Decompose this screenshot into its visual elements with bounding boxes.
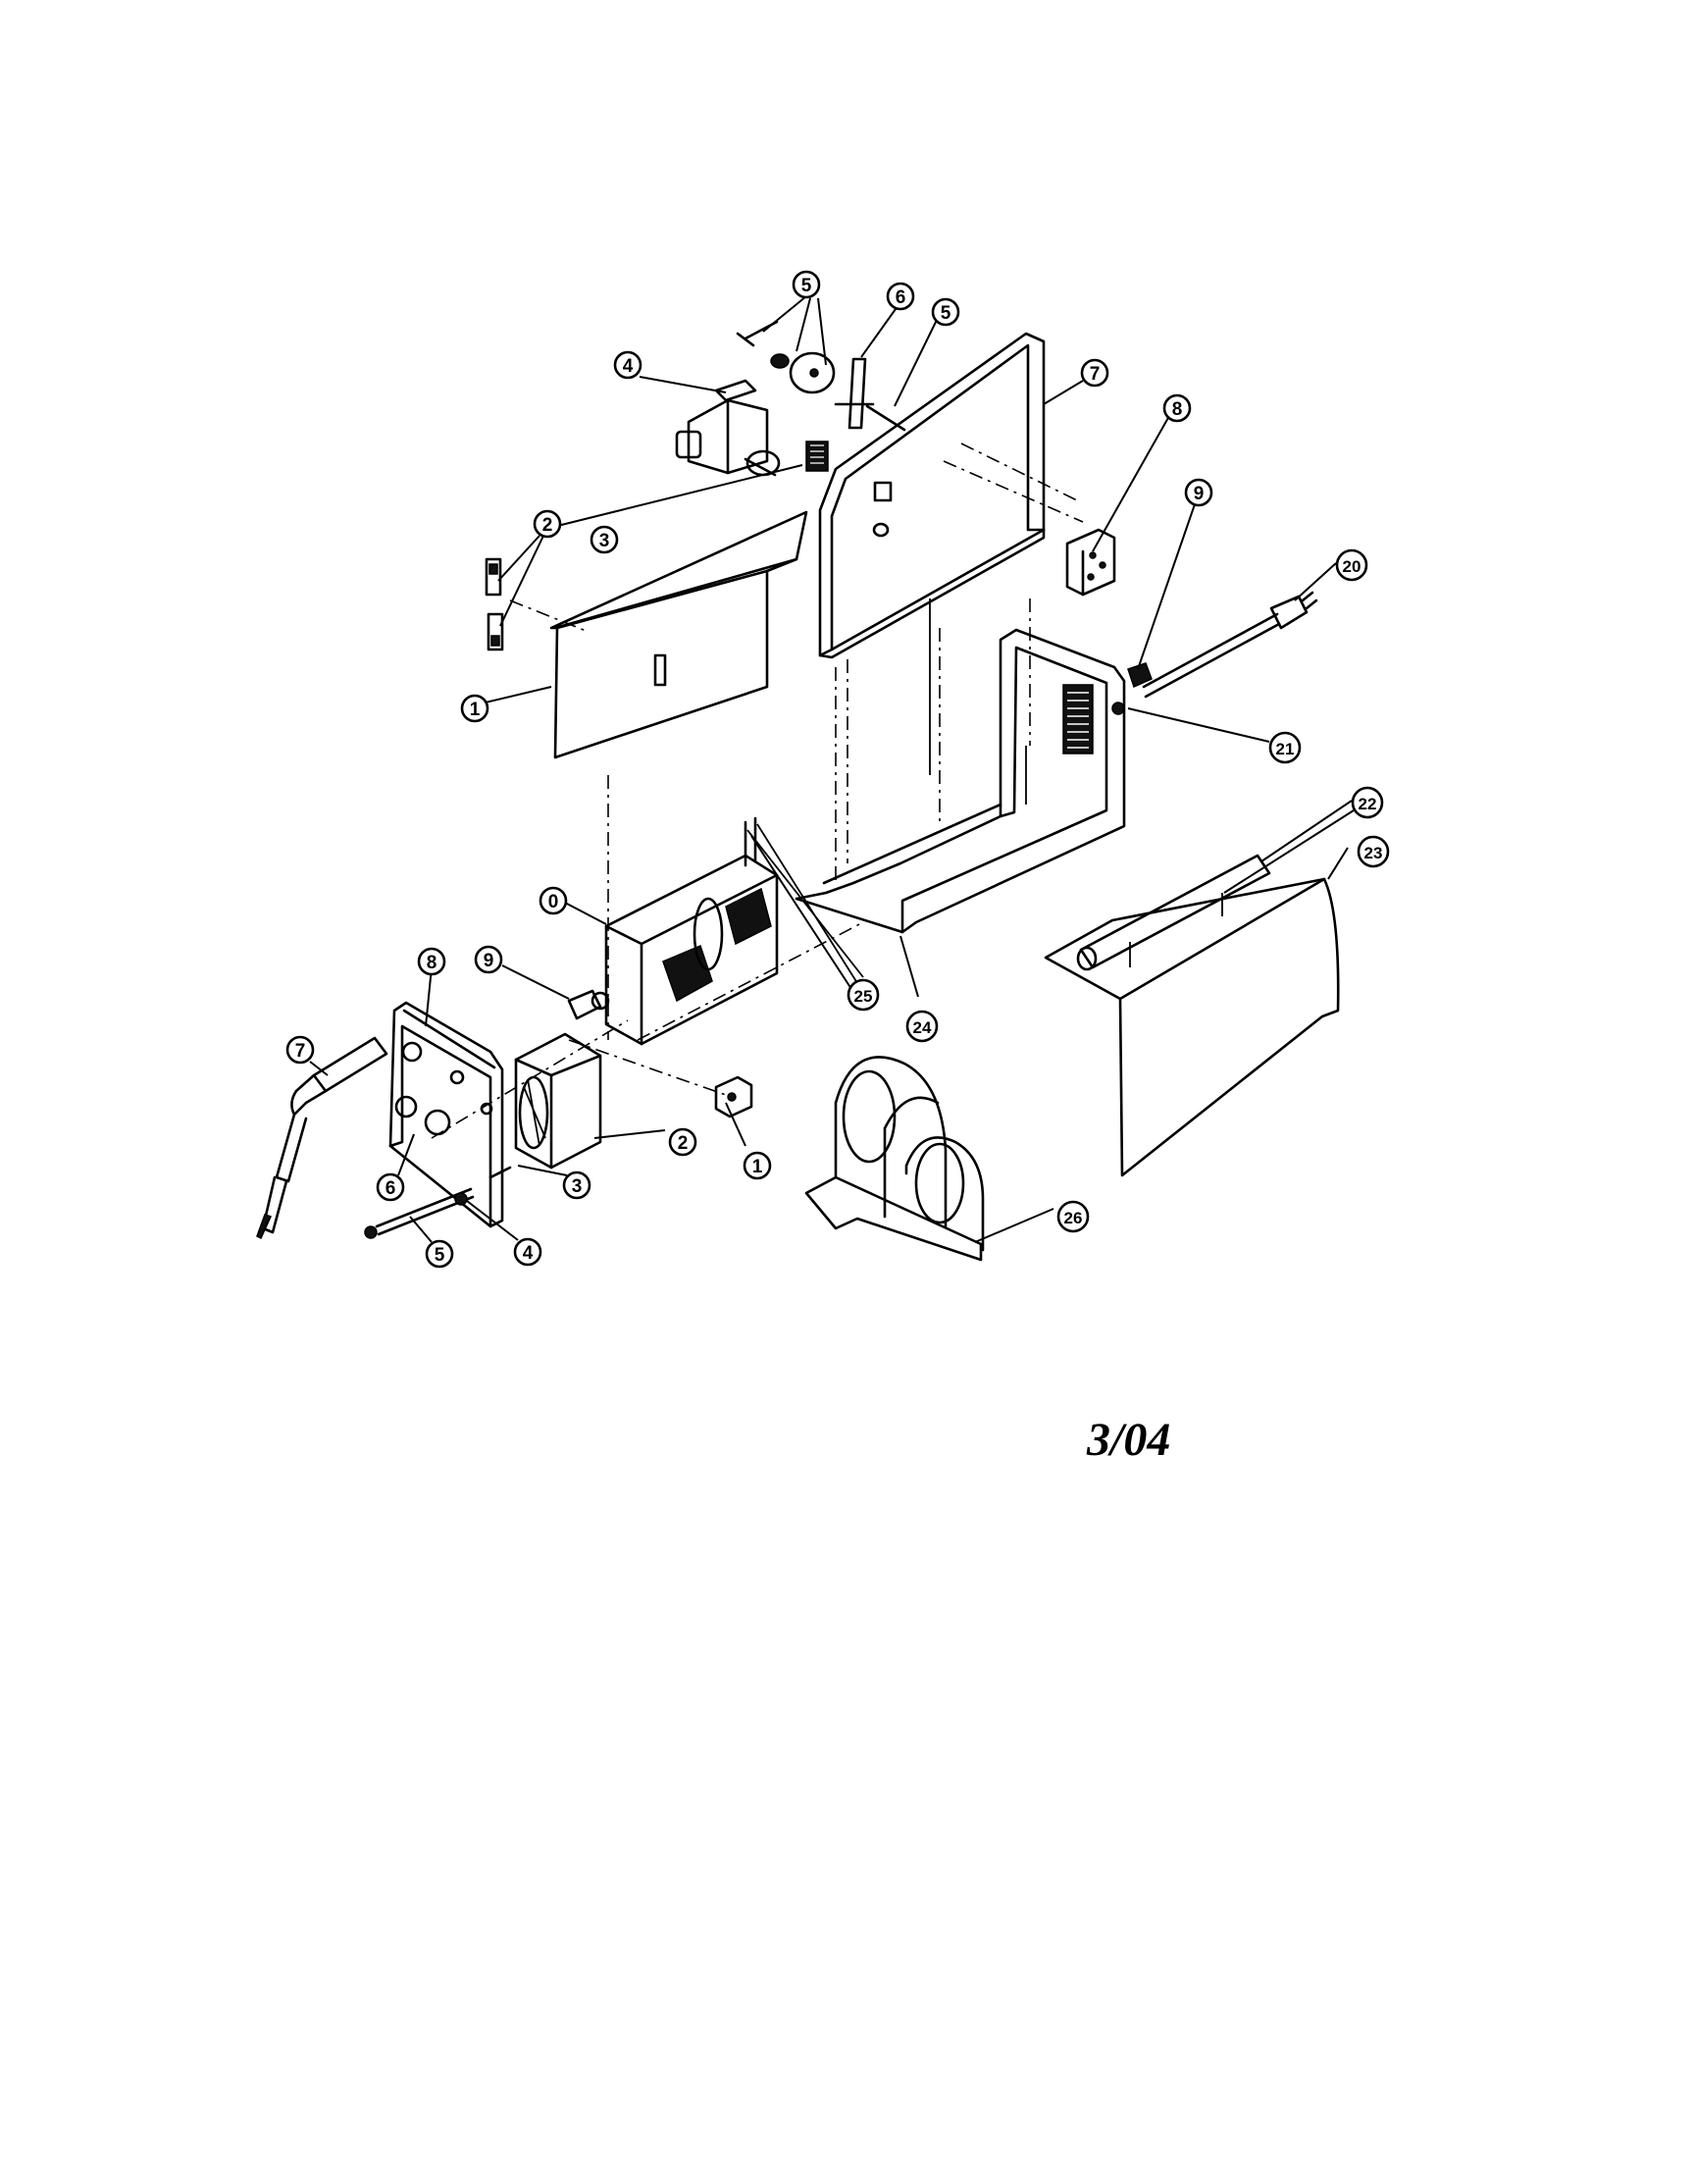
leader-lines: [309, 295, 1355, 1243]
callout-20: 20: [1335, 548, 1368, 582]
side-cover: [1044, 877, 1340, 1177]
callout-label: 9: [1194, 484, 1205, 504]
callout-label: 6: [896, 287, 906, 308]
center-panel: [818, 332, 1084, 659]
callout-label: 3: [572, 1176, 583, 1197]
callout-label: 3: [599, 531, 610, 551]
wiring-harness: [746, 823, 864, 984]
gasket: [431, 921, 864, 1179]
callout-7-low: 7: [285, 1035, 315, 1065]
callout-4-low: 4: [513, 1237, 542, 1267]
callout-label: 9: [484, 951, 494, 971]
hinges: [485, 557, 504, 651]
callout-3-top: 3: [590, 525, 619, 554]
callout-label: 5: [801, 276, 812, 296]
callout-label: 4: [523, 1243, 534, 1264]
callout-label: 8: [427, 953, 437, 973]
callout-0-mid: 0: [539, 886, 568, 915]
callout-label: 22: [1359, 795, 1377, 813]
callout-label: 5: [435, 1245, 445, 1266]
callout-8-low: 8: [417, 947, 446, 976]
callout-3-low: 3: [562, 1170, 591, 1200]
callout-6-low: 6: [376, 1172, 405, 1202]
cylinder-rack: [804, 1056, 985, 1262]
wire-feed-motor: [675, 379, 781, 477]
callout-label: 20: [1343, 557, 1361, 576]
callout-label: 1: [470, 700, 481, 720]
drive-roll-assembly: [736, 320, 906, 432]
callout-5-top-b: 5: [931, 297, 960, 327]
callout-label: 8: [1172, 399, 1183, 420]
callout-24: 24: [905, 1010, 939, 1043]
callout-label: 23: [1364, 844, 1383, 862]
power-cord: [1142, 591, 1318, 699]
transformer: [604, 816, 779, 1046]
terminal-block: [1065, 528, 1116, 597]
callout-21: 21: [1268, 731, 1302, 764]
base-chassis: [795, 598, 1126, 934]
control-knob: [394, 1095, 451, 1136]
callout-label: 26: [1064, 1209, 1083, 1227]
callout-label: 1: [752, 1157, 763, 1177]
cooling-fan: [514, 1032, 602, 1170]
callout-6-top: 6: [886, 282, 915, 311]
switch: [714, 1075, 753, 1118]
side-door-panel: [509, 510, 808, 759]
callout-5-top-a: 5: [792, 270, 821, 299]
small-grille: [805, 441, 829, 472]
callout-26: 26: [1056, 1200, 1090, 1233]
callout-label: 6: [385, 1178, 396, 1199]
callout-label: 2: [542, 515, 553, 536]
callout-9-low: 9: [474, 945, 503, 974]
callout-22: 22: [1351, 786, 1384, 819]
callout-label: 5: [941, 303, 951, 324]
welding-gun: [256, 1036, 388, 1240]
callout-label: 21: [1276, 740, 1295, 758]
callout-9-top: 9: [1184, 478, 1213, 507]
callout-5-low: 5: [425, 1239, 454, 1269]
callout-4-top: 4: [613, 350, 642, 380]
callout-8-top: 8: [1162, 393, 1192, 423]
callout-1-top: 1: [460, 694, 489, 723]
callout-label: 25: [854, 987, 873, 1006]
callout-label: 0: [548, 892, 559, 912]
callout-label: 4: [623, 356, 634, 377]
callout-7-top: 7: [1080, 358, 1109, 388]
callout-23: 23: [1357, 835, 1390, 868]
nut: [454, 1192, 468, 1206]
callout-label: 24: [913, 1018, 932, 1037]
front-panel: [388, 1001, 504, 1228]
callout-2-low: 2: [668, 1127, 697, 1157]
callout-label: 7: [295, 1041, 306, 1062]
callout-label: 2: [678, 1133, 689, 1154]
callout-1-low: 1: [743, 1151, 772, 1180]
grommet: [1111, 702, 1125, 715]
callout-2-top: 2: [533, 509, 562, 539]
callout-label: 7: [1090, 364, 1101, 385]
revision-date: 3/04: [1087, 1414, 1171, 1466]
alignment-lines: [607, 598, 1031, 1040]
handle: [1076, 854, 1271, 971]
gun-connector: [567, 989, 610, 1020]
callout-25: 25: [847, 978, 880, 1012]
